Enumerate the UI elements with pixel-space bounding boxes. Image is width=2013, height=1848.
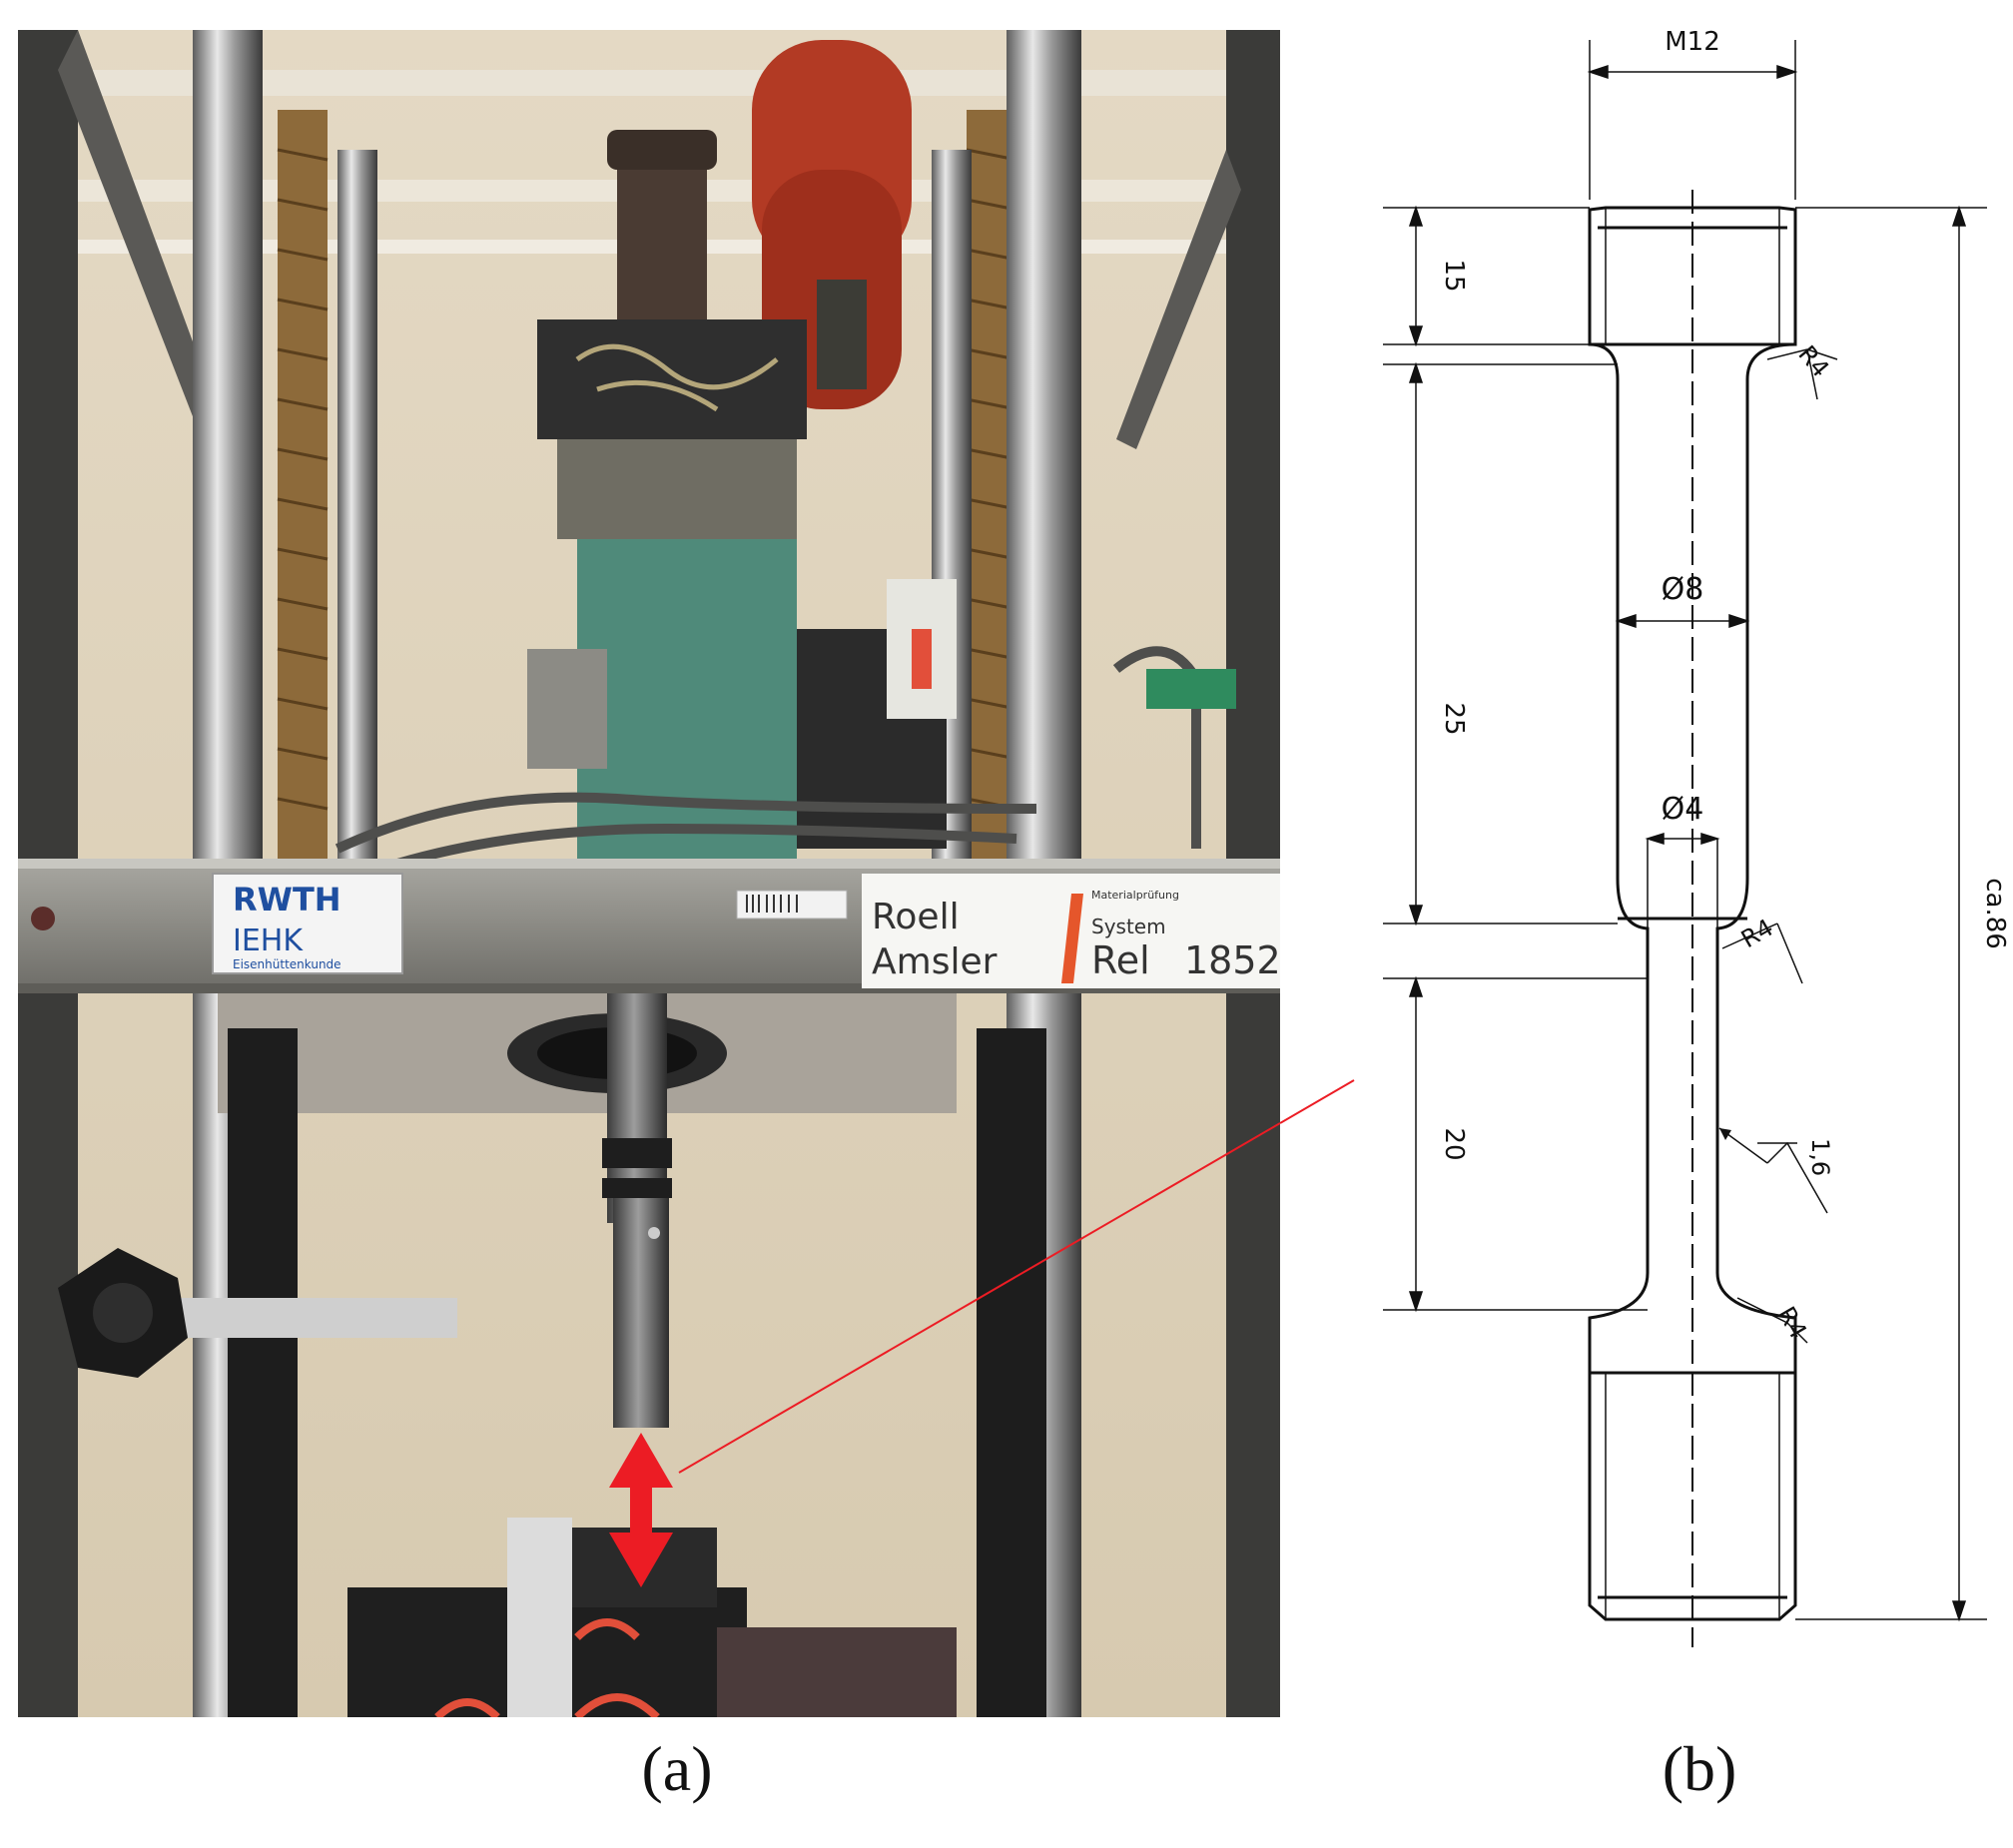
head-length-label: 15 <box>1439 259 1469 292</box>
caption-a: (a) <box>641 1733 713 1804</box>
shaft-length-label: 25 <box>1439 702 1469 735</box>
label-brand-line2: Amsler <box>872 941 998 982</box>
specimen-outline <box>1588 206 1797 1621</box>
barcode-label <box>736 890 848 920</box>
leader-line <box>678 1122 1280 1474</box>
gauge-length-label: 20 <box>1439 1127 1469 1160</box>
label-number: 1852 <box>1184 938 1280 982</box>
specimen-drawing: M12 15 25 20 ca.86 Ø8 Ø4 R4 R4 R4 1,6 <box>1383 27 2010 1647</box>
sticker-university: RWTH <box>233 881 341 919</box>
manufacturer-label: Roell Amsler Materialprüfung System Rel … <box>862 874 1280 988</box>
upper-diameter-label: Ø8 <box>1662 572 1704 607</box>
label-brand-line1: Roell <box>872 897 960 937</box>
caption-b: (b) <box>1662 1733 1737 1804</box>
sticker-institute: IEHK <box>233 924 304 958</box>
thread-pattern <box>277 148 1017 811</box>
bolt-icon <box>31 907 55 930</box>
rwth-sticker: RWTH IEHK Eisenhüttenkunde <box>212 873 403 974</box>
green-connector <box>1146 669 1236 709</box>
double-arrow-icon <box>609 1433 673 1587</box>
clamp-knob-icon <box>58 1248 188 1378</box>
frame-right-brace <box>1116 150 1241 449</box>
chrome-rod-left-inner <box>337 150 377 879</box>
total-length-label: ca.86 <box>1980 878 2010 949</box>
label-model: Rel <box>1091 938 1150 982</box>
lower-column-right <box>977 1028 1046 1717</box>
test-machine-photo: RWTH IEHK Eisenhüttenkunde Roell Amsler … <box>18 30 1280 1717</box>
punch <box>613 1198 669 1428</box>
leader-line-extension <box>1280 1079 1355 1124</box>
radius-label-1: R4 <box>1792 340 1834 382</box>
label-system: System <box>1091 915 1166 938</box>
frame-left-brace <box>58 30 218 429</box>
label-small: Materialprüfung <box>1091 889 1179 902</box>
roughness-label: 1,6 <box>1806 1138 1834 1176</box>
radius-label-3: R4 <box>1772 1302 1812 1344</box>
gauge-diameter-label: Ø4 <box>1662 792 1704 827</box>
sticker-department: Eisenhüttenkunde <box>233 957 341 971</box>
threaded-column-left <box>278 110 328 879</box>
thread-label: M12 <box>1665 27 1720 57</box>
lower-column-left <box>228 1028 298 1717</box>
